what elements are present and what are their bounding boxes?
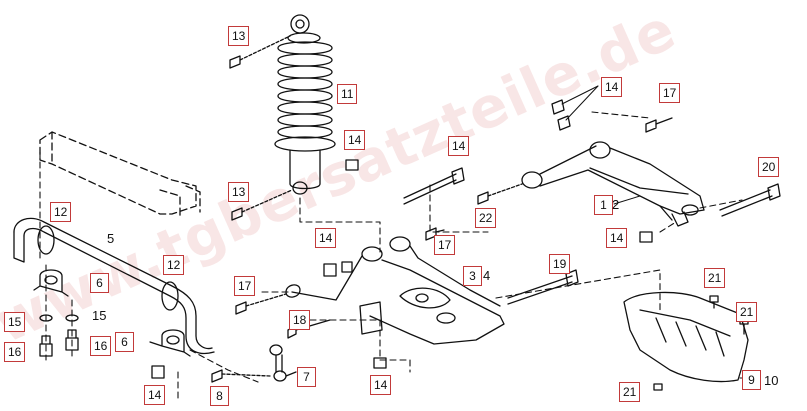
callout-bolt-13-lower[interactable]: 13 bbox=[228, 182, 250, 202]
washer-15-left bbox=[39, 314, 53, 322]
callout-nut-14-bottom-left[interactable]: 14 bbox=[144, 385, 166, 405]
bolt-16-right bbox=[65, 329, 79, 351]
lower-control-arm bbox=[285, 236, 505, 345]
callout-bolt-17-upper[interactable]: 17 bbox=[659, 83, 681, 103]
callout-nut-14-lower-arm[interactable]: 14 bbox=[315, 228, 337, 248]
callout-bolt-16-left[interactable]: 16 bbox=[4, 342, 26, 362]
bolt-22 bbox=[477, 183, 523, 205]
tag-washer-15-right[interactable]: 15 bbox=[92, 308, 107, 323]
callout-washer-15-left[interactable]: 15 bbox=[4, 312, 26, 332]
callout-bolt-19[interactable]: 19 bbox=[549, 254, 571, 274]
bolt-16-left bbox=[39, 335, 53, 357]
callout-bolt-18[interactable]: 18 bbox=[289, 310, 311, 330]
frame-crossmember bbox=[39, 131, 201, 217]
bolt-17-lower-arm bbox=[235, 293, 287, 315]
leader-nut-14-right bbox=[659, 221, 677, 233]
tag-upper-arm-2[interactable]: 2 bbox=[612, 197, 620, 212]
bushing-clamp-left bbox=[33, 269, 69, 297]
bolt-8 bbox=[211, 369, 271, 383]
callout-pointers bbox=[561, 85, 753, 379]
callout-bolt-8[interactable]: 8 bbox=[210, 386, 229, 406]
callout-bushing-12-right[interactable]: 12 bbox=[163, 255, 185, 275]
tag-skid-plate-10[interactable]: 10 bbox=[764, 373, 779, 388]
callout-nut-14-upper-right[interactable]: 14 bbox=[606, 228, 628, 248]
bolt-13-upper bbox=[229, 35, 291, 69]
leader-bracket-2 bbox=[379, 319, 411, 373]
callout-bolt-20[interactable]: 20 bbox=[758, 157, 780, 177]
callout-link-rod-7[interactable]: 7 bbox=[297, 367, 316, 387]
callout-screw-21-c[interactable]: 21 bbox=[619, 382, 641, 402]
callout-clamp-6-left[interactable]: 6 bbox=[90, 273, 109, 293]
callout-nut-14-upper-pair[interactable]: 14 bbox=[601, 77, 623, 97]
leader-lower-arm bbox=[429, 184, 489, 233]
nut-14-upper-right bbox=[639, 231, 653, 243]
washer-15-right bbox=[65, 314, 79, 322]
callout-nut-14-shock[interactable]: 14 bbox=[344, 130, 366, 150]
callout-screw-21-a[interactable]: 21 bbox=[704, 268, 726, 288]
leader-upper-arm-bolt bbox=[591, 111, 651, 119]
leader-upper-arm-20 bbox=[699, 199, 743, 209]
nut-14-upper bbox=[551, 99, 571, 131]
leader-skid bbox=[495, 269, 661, 311]
leader-lines bbox=[39, 111, 743, 401]
screw-21-c bbox=[653, 383, 663, 391]
link-rod bbox=[269, 344, 297, 382]
callout-clamp-6-right[interactable]: 6 bbox=[115, 332, 134, 352]
tag-stabilizer-bar-5[interactable]: 5 bbox=[107, 231, 115, 246]
stabilizer-bar bbox=[13, 217, 215, 355]
bolt-19 bbox=[507, 269, 579, 305]
bushing-clamp-right bbox=[149, 329, 191, 357]
callout-shock-absorber-11[interactable]: 11 bbox=[337, 84, 358, 104]
leader-link bbox=[189, 349, 259, 383]
callout-bolt-17-lower-arm[interactable]: 17 bbox=[234, 276, 256, 296]
nut-14-bottom-left bbox=[151, 365, 165, 379]
nut-14-lower-bottom bbox=[373, 357, 387, 369]
callout-bolt-22[interactable]: 22 bbox=[475, 208, 497, 228]
callout-bolt-16-right[interactable]: 16 bbox=[90, 336, 112, 356]
callout-lower-arm-3[interactable]: 3 bbox=[463, 266, 482, 286]
skid-plate bbox=[623, 291, 749, 383]
screw-21-a bbox=[709, 295, 719, 309]
bolt-17-upper bbox=[645, 117, 673, 133]
callout-upper-arm-1[interactable]: 1 bbox=[594, 195, 613, 215]
nut-14-shock bbox=[345, 159, 359, 171]
callout-bolt-17-lower-right[interactable]: 17 bbox=[434, 235, 456, 255]
tag-lower-arm-4[interactable]: 4 bbox=[483, 268, 491, 283]
callout-bolt-13-upper[interactable]: 13 bbox=[228, 26, 250, 46]
callout-bolt-14-long[interactable]: 14 bbox=[448, 136, 470, 156]
shock-absorber bbox=[274, 14, 336, 195]
nut-14-lower-arm bbox=[323, 261, 353, 277]
bolt-13-lower bbox=[231, 189, 293, 221]
bolt-20 bbox=[719, 183, 781, 217]
callout-bushing-12-left[interactable]: 12 bbox=[50, 202, 72, 222]
callout-nut-14-lower-bottom[interactable]: 14 bbox=[370, 375, 392, 395]
upper-control-arm bbox=[521, 141, 705, 227]
callout-screw-21-b[interactable]: 21 bbox=[736, 302, 758, 322]
bolt-14-upper-long bbox=[403, 167, 465, 205]
leader-shock-lower bbox=[299, 197, 381, 253]
callout-skid-plate-9[interactable]: 9 bbox=[742, 370, 761, 390]
